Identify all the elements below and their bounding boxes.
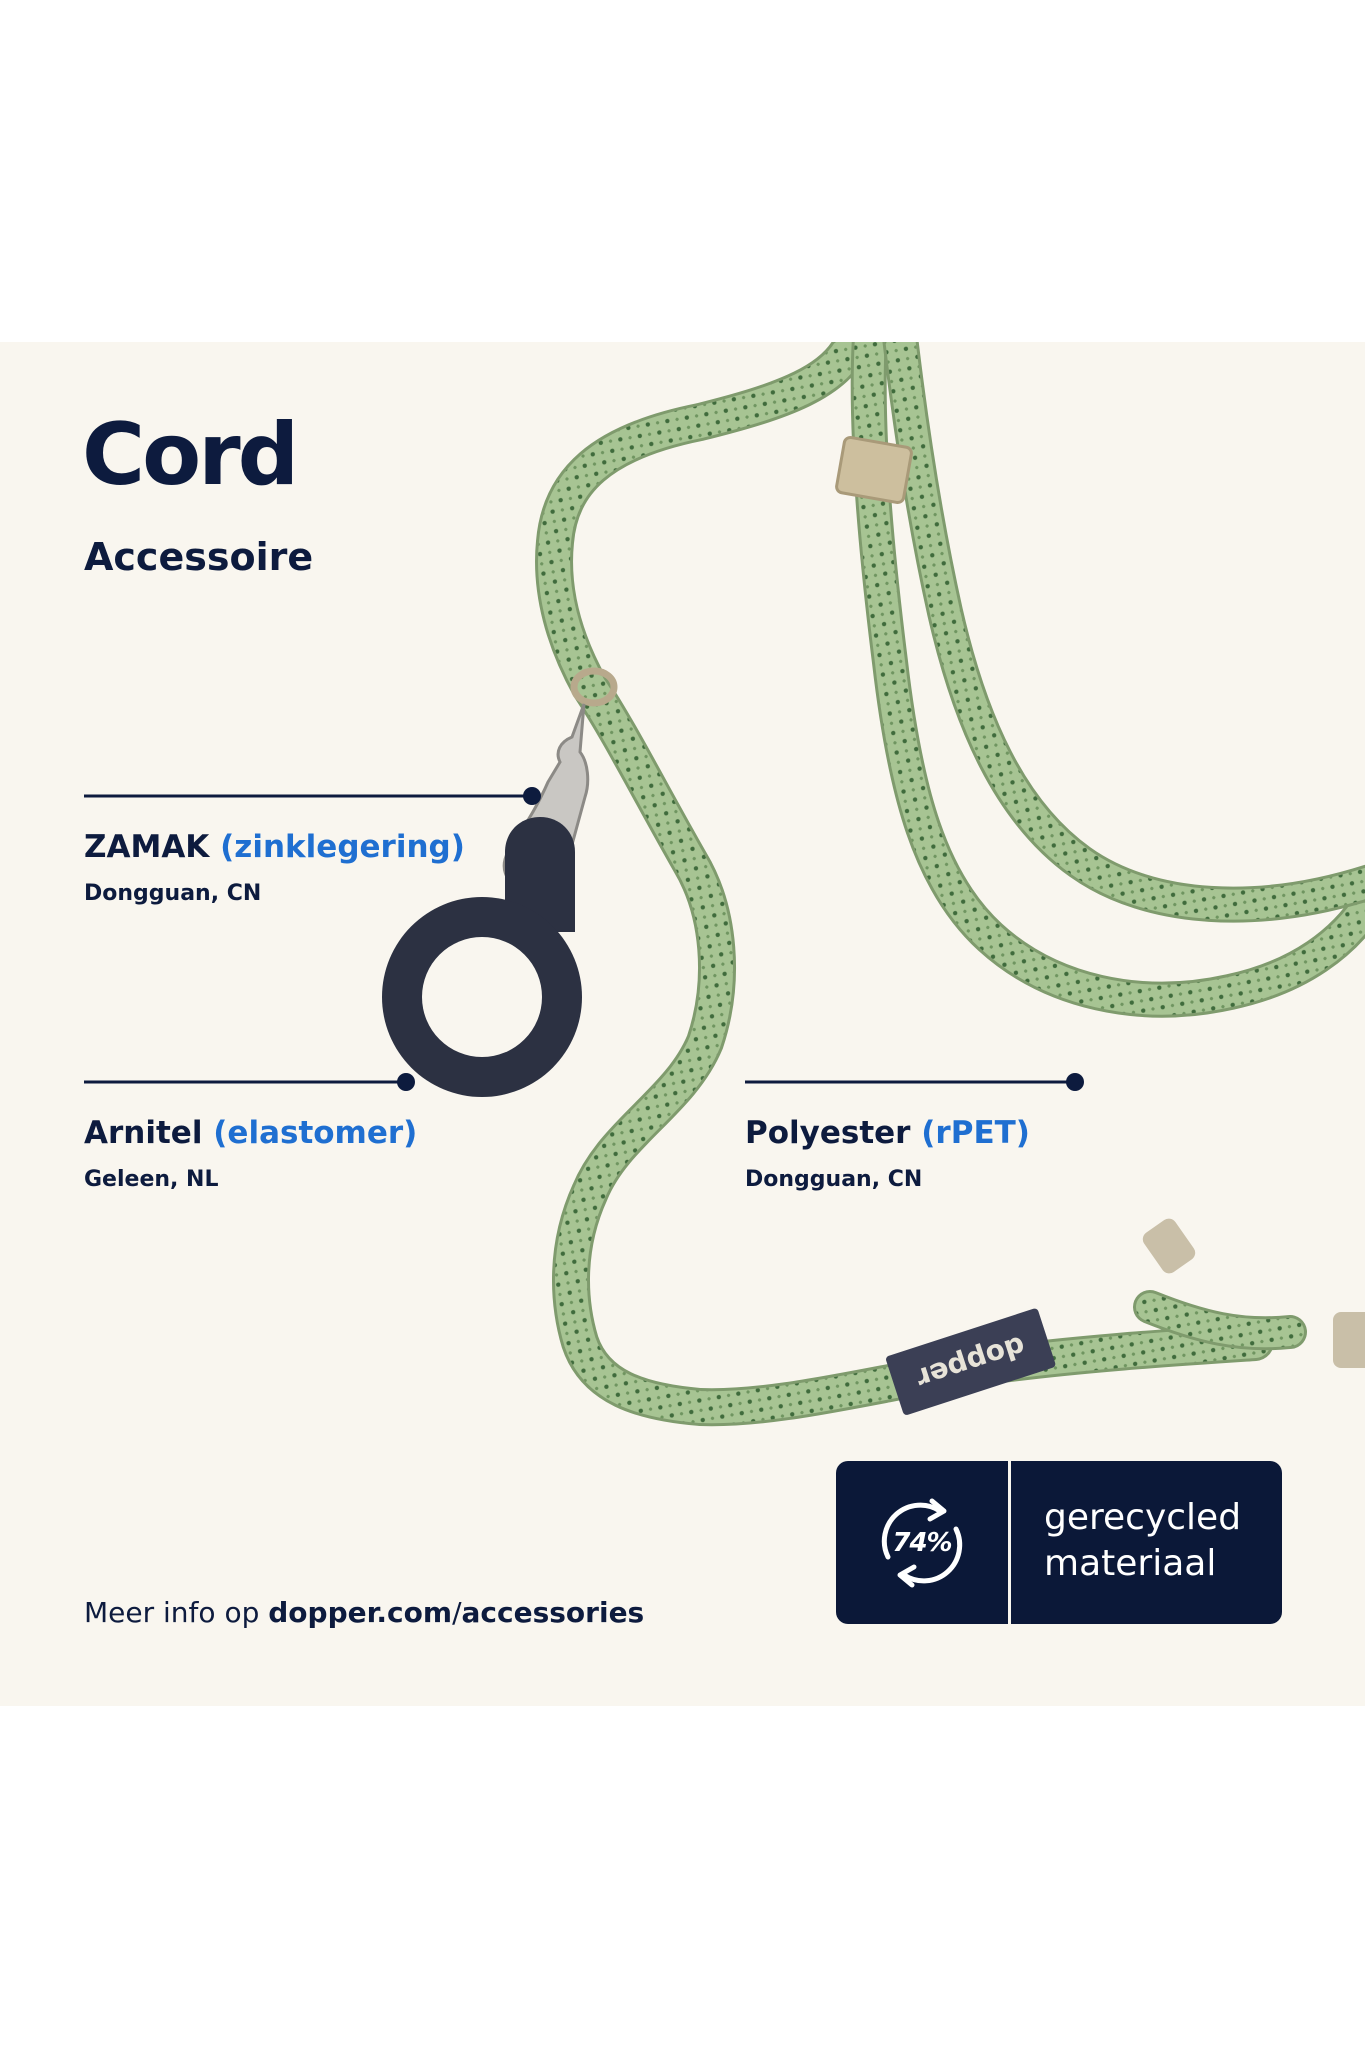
material-detail: (zinklegering)	[220, 829, 465, 865]
material-location: Geleen, NL	[84, 1167, 219, 1192]
cord-strand-left	[535, 342, 1274, 1427]
product-panel: dopper Cord Accessoire ZAMAK (zinklegeri…	[0, 342, 1365, 1706]
material-label: Polyester	[745, 1115, 911, 1151]
recycled-badge: 74% gerecycled materiaal	[836, 1461, 1282, 1624]
callout-zamak: ZAMAK (zinklegering) Dongguan, CN	[84, 832, 465, 905]
callout-line-arnitel	[84, 1073, 415, 1091]
material-name: ZAMAK (zinklegering)	[84, 832, 465, 863]
badge-line-1: gerecycled	[1044, 1497, 1242, 1538]
more-info-slash: /	[452, 1596, 462, 1629]
callout-polyester: Polyester (rPET) Dongguan, CN	[745, 1118, 1030, 1191]
cord-strand-right	[850, 342, 1365, 1018]
callout-arnitel: Arnitel (elastomer) Geleen, NL	[84, 1118, 417, 1191]
material-detail: (elastomer)	[213, 1115, 418, 1151]
page-subtitle: Accessoire	[84, 535, 314, 579]
arnitel-ring	[382, 817, 582, 1097]
more-info-link-domain[interactable]: dopper.com	[268, 1596, 453, 1629]
cord-slider	[835, 435, 913, 505]
material-name: Polyester (rPET)	[745, 1118, 1030, 1149]
material-detail: (rPET)	[921, 1115, 1030, 1151]
material-location: Dongguan, CN	[745, 1167, 923, 1192]
cord-tail	[1133, 1218, 1365, 1368]
callout-line-zamak	[84, 787, 541, 805]
more-info-link-path[interactable]: accessories	[461, 1596, 645, 1629]
material-name: Arnitel (elastomer)	[84, 1118, 417, 1149]
badge-divider	[1008, 1461, 1011, 1624]
recycled-percent: 74%	[892, 1528, 952, 1558]
recycle-arrows-icon	[881, 1498, 963, 1588]
material-label: ZAMAK	[84, 829, 210, 865]
material-label: Arnitel	[84, 1115, 203, 1151]
more-info-text: Meer info op dopper.com/accessories	[84, 1596, 644, 1629]
material-location: Dongguan, CN	[84, 881, 262, 906]
more-info-prefix: Meer info op	[84, 1596, 269, 1629]
product-illustration: dopper	[84, 342, 1365, 1427]
page-title: Cord	[82, 405, 299, 505]
badge-line-2: materiaal	[1044, 1543, 1217, 1584]
dopper-label: dopper	[886, 1308, 1056, 1415]
callout-line-polyester	[745, 1073, 1084, 1091]
